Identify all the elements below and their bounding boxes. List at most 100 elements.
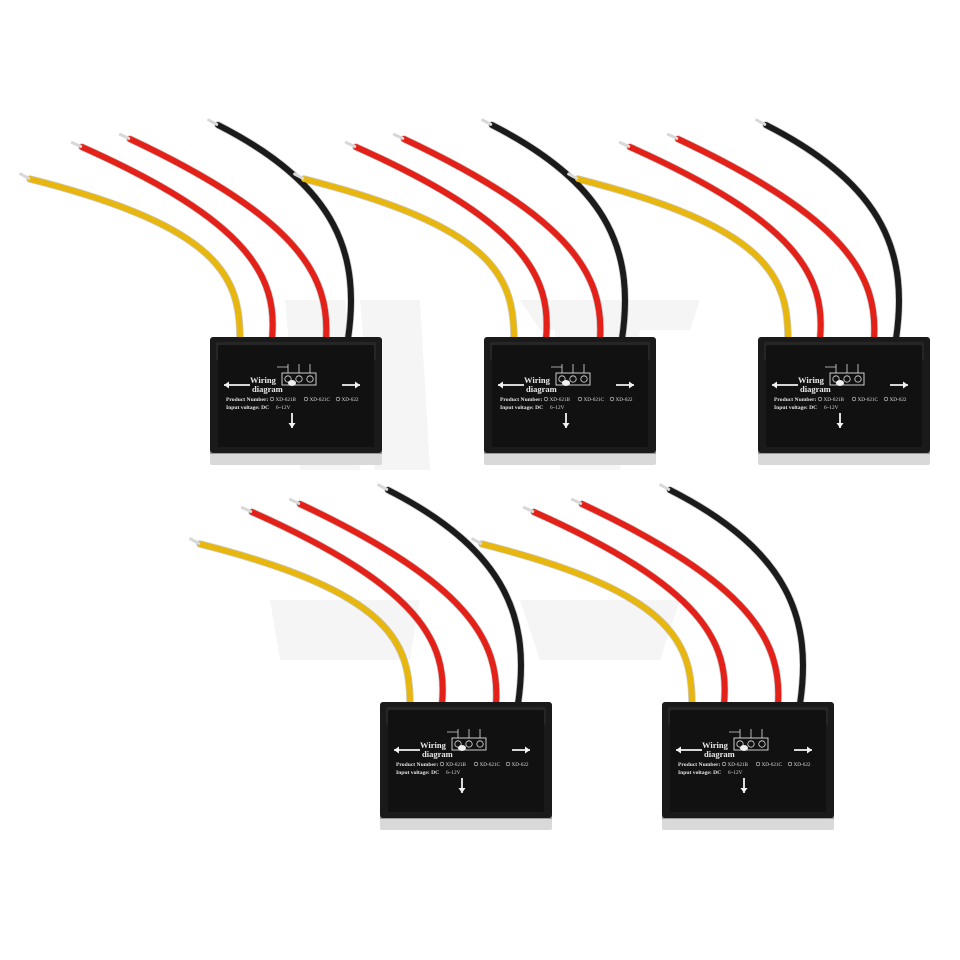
module-base [662, 816, 834, 830]
arrow-left-head [224, 381, 229, 389]
input-voltage-label: Input voltage: DC [396, 770, 439, 776]
wire-bundle [189, 483, 525, 708]
bare-wire-tip [471, 537, 483, 545]
product-option-radio-icon [335, 396, 341, 402]
product-option-label: XD-621B [446, 762, 467, 768]
black-wire [385, 487, 525, 707]
product-option-radio-icon [505, 761, 511, 767]
module-face [670, 710, 826, 812]
red-wire [675, 136, 878, 342]
module-base [758, 451, 930, 465]
yellow-wire [27, 176, 243, 342]
product-option-label: XD-622 [512, 762, 529, 768]
yellow-wire [197, 541, 413, 707]
module-face [218, 345, 374, 447]
product-option-label: XD-622 [342, 397, 359, 403]
red-wire [627, 144, 824, 342]
product-number-label: Product Number: [774, 397, 816, 403]
arrow-right-head [629, 381, 634, 389]
product-option-radio-icon [577, 396, 583, 402]
bare-wire-tip [755, 118, 767, 126]
bare-wire-tip [189, 537, 201, 545]
bare-wire-tip [207, 118, 219, 126]
black-wire [489, 122, 629, 342]
diagram-label: diagram [704, 749, 735, 759]
input-voltage-label: Input voltage: DC [226, 405, 269, 411]
product-option-radio-icon [721, 761, 727, 767]
product-option-radio-icon [883, 396, 889, 402]
yellow-wire [479, 541, 695, 707]
wiring-diagram-graphic [729, 729, 769, 751]
input-voltage-label: Input voltage: DC [678, 770, 721, 776]
diagram-label: diagram [526, 384, 557, 394]
module-base [484, 451, 656, 465]
yellow-wire [301, 176, 517, 342]
red-wire [531, 509, 728, 707]
bare-wire-tip [240, 506, 253, 514]
bare-wire-tip [293, 172, 305, 180]
watermark-shape [520, 300, 700, 330]
wire-bundle [567, 118, 903, 343]
red-wire [297, 501, 500, 707]
wiring-label: Wiring [420, 740, 447, 750]
bare-wire-tip [70, 141, 83, 149]
wiring-diagram-graphic [447, 729, 487, 751]
arrow-left-head [772, 381, 777, 389]
product-number-label: Product Number: [500, 397, 542, 403]
product-number-label: Product Number: [396, 762, 438, 768]
input-voltage-label: Input voltage: DC [774, 405, 817, 411]
module-face [492, 345, 648, 447]
diagram-label: diagram [800, 384, 831, 394]
input-voltage-value: 6~12V [728, 770, 743, 776]
red-wire [127, 136, 330, 342]
product-option-radio-icon [609, 396, 615, 402]
arrow-left-head [498, 381, 503, 389]
bare-wire-tip [659, 483, 671, 491]
yellow-wire [575, 176, 791, 342]
bare-wire-tip [377, 483, 389, 491]
product-option-label: XD-621B [824, 397, 845, 403]
product-option-radio-icon [851, 396, 857, 402]
black-wire [763, 122, 903, 342]
product-option-label: XD-621C [762, 762, 783, 768]
input-voltage-value: 6~12V [446, 770, 461, 776]
red-wire [249, 509, 446, 707]
input-voltage-label: Input voltage: DC [500, 405, 543, 411]
bare-wire-tip [522, 506, 535, 514]
product-option-radio-icon [303, 396, 309, 402]
wiring-label: Wiring [798, 375, 825, 385]
bare-wire-tip [19, 172, 31, 180]
module-base [210, 451, 382, 465]
wiring-label: Wiring [702, 740, 729, 750]
wire-bundle [471, 483, 807, 708]
bare-wire-tip [118, 132, 131, 141]
product-option-label: XD-622 [794, 762, 811, 768]
arrow-right-head [525, 746, 530, 754]
arrow-right-head [355, 381, 360, 389]
product-option-radio-icon [817, 396, 823, 402]
arrow-down-head [288, 423, 296, 428]
black-wire [215, 122, 355, 342]
product-option-label: XD-621C [310, 397, 331, 403]
black-wire [667, 487, 807, 707]
product-number-label: Product Number: [678, 762, 720, 768]
product-option-label: XD-621C [480, 762, 501, 768]
diagram-label: diagram [252, 384, 283, 394]
arrow-right-head [903, 381, 908, 389]
product-option-radio-icon [473, 761, 479, 767]
arrow-left-head [394, 746, 399, 754]
arrow-down-head [740, 788, 748, 793]
arrow-down-head [458, 788, 466, 793]
bare-wire-tip [666, 132, 679, 141]
product-option-radio-icon [755, 761, 761, 767]
watermark-shape [520, 600, 680, 660]
arrow-left-head [676, 746, 681, 754]
product-option-label: XD-621B [276, 397, 297, 403]
diagram-label: diagram [422, 749, 453, 759]
